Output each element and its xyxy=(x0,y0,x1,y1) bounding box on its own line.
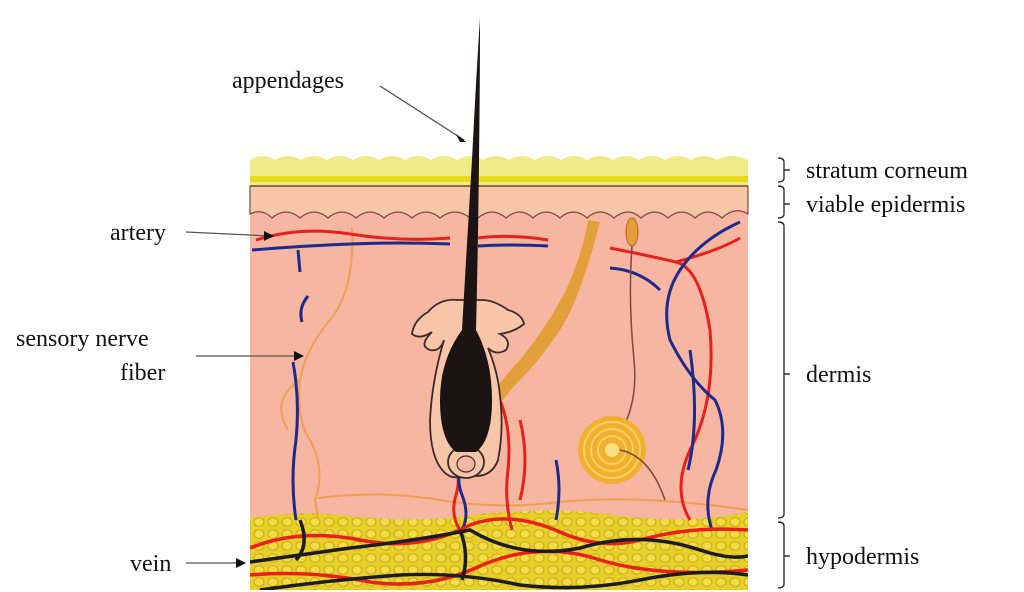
stratum-corneum-bracket xyxy=(778,158,790,182)
label-dermis: dermis xyxy=(806,362,871,388)
dermis-bracket xyxy=(778,222,790,518)
label-vein: vein xyxy=(130,551,171,577)
label-appendages: appendages xyxy=(232,68,344,94)
appendages-leader xyxy=(380,86,464,140)
layer-brackets xyxy=(778,158,790,588)
vein-arrowhead xyxy=(236,558,246,568)
right-labels: stratum corneum viable epidermis dermis … xyxy=(806,158,968,570)
viable-epidermis-bracket xyxy=(778,186,790,218)
viable-epidermis-layer xyxy=(250,186,748,218)
label-viable-epidermis: viable epidermis xyxy=(806,192,965,218)
label-hypodermis: hypodermis xyxy=(806,544,919,570)
label-stratum-corneum: stratum corneum xyxy=(806,158,968,184)
stratum-corneum-layer xyxy=(250,156,748,186)
label-artery: artery xyxy=(110,220,166,246)
hypodermis-bracket xyxy=(778,522,790,588)
label-sensory-nerve-line2: fiber xyxy=(120,360,165,386)
label-sensory-nerve-line1: sensory nerve xyxy=(16,326,149,352)
dermis-layer xyxy=(250,200,748,525)
